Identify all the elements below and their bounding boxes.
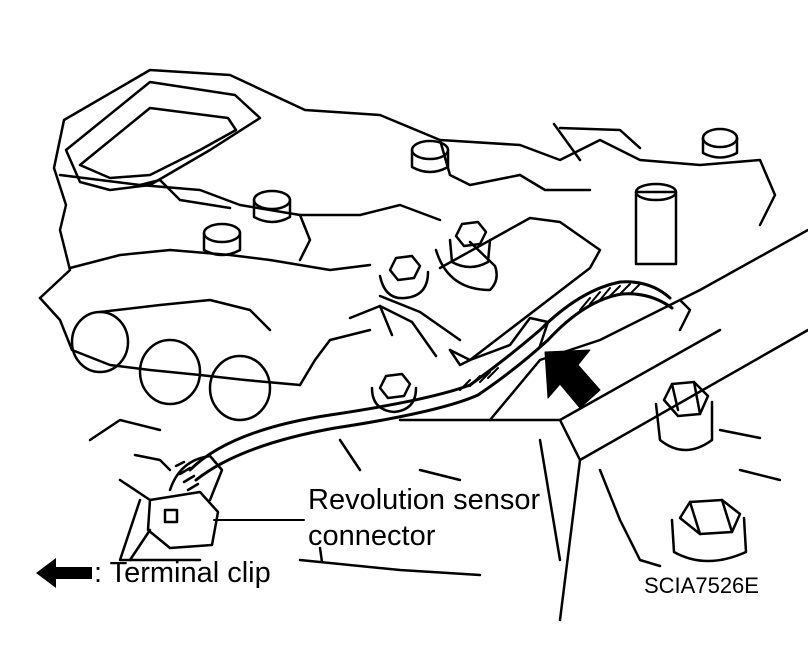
sensor-harness <box>188 280 674 482</box>
legend: : Terminal clip <box>36 556 271 590</box>
legend-text: : Terminal clip <box>94 556 271 589</box>
bolt-large-bottom <box>670 498 748 563</box>
bolt-large-right <box>654 380 714 452</box>
revolution-sensor-connector <box>118 453 224 562</box>
callout-label-line-1: Revolution sensor <box>308 484 541 516</box>
bolt-heads <box>202 127 748 563</box>
bolt-2 <box>252 189 292 224</box>
figure-id: SCIA7526E <box>644 573 759 598</box>
sensor-bracket <box>348 216 602 367</box>
bolt-1 <box>202 222 242 257</box>
top-cover-plate <box>64 80 262 192</box>
bolt-3 <box>410 139 450 174</box>
callout-label-line-2: connector <box>308 520 436 552</box>
lower-details <box>88 418 482 577</box>
terminal-clip-arrow <box>544 349 601 409</box>
housing-outline <box>38 68 777 387</box>
left-arrow-icon <box>36 558 92 588</box>
post-stud <box>634 182 678 266</box>
housing-rails <box>398 228 808 622</box>
bolt-4 <box>701 127 739 159</box>
bolt-6 <box>378 254 430 300</box>
port-openings <box>70 298 372 422</box>
